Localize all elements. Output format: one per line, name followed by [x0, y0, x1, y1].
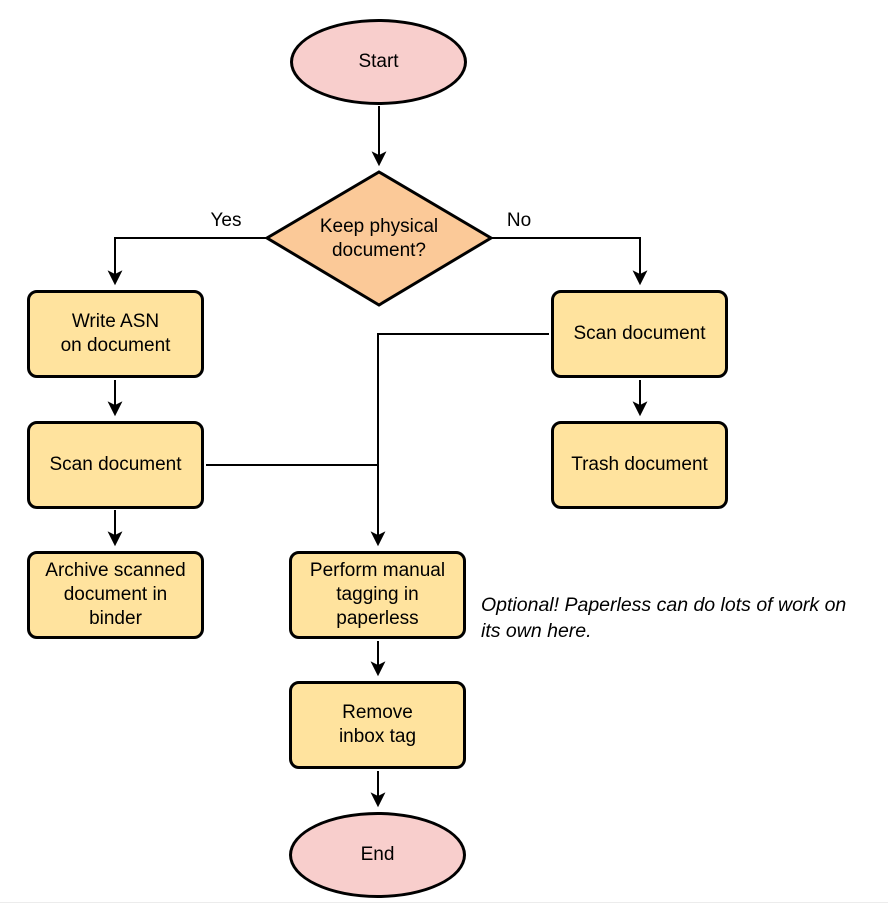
archive-document-label: Archive scanned document in binder: [45, 560, 186, 629]
manual-tagging-node: Perform manual tagging in paperless: [289, 551, 466, 639]
start-node-label: Start: [358, 51, 399, 73]
start-node: Start: [290, 19, 467, 105]
edge-scan-right-to-tagging: [370, 333, 549, 547]
edge-decision-no-to-scan-right: [492, 237, 648, 286]
yes-edge-label: Yes: [210, 210, 242, 231]
write-asn-node-label: Write ASN on document: [60, 311, 171, 356]
trash-document-node: Trash document: [551, 421, 728, 509]
manual-tagging-label: Perform manual tagging in paperless: [309, 560, 446, 629]
optional-note: Optional! Paperless can do lots of work …: [481, 594, 847, 643]
trash-document-label: Trash document: [571, 454, 708, 476]
scan-document-left-label: Scan document: [49, 454, 182, 476]
scan-document-right-node: Scan document: [551, 290, 728, 378]
decision-node-label: Keep physical document?: [319, 216, 439, 261]
decision-node-shape: [264, 170, 494, 307]
scan-document-right-label: Scan document: [573, 323, 706, 345]
scan-document-left-node: Scan document: [27, 421, 204, 509]
archive-document-node: Archive scanned document in binder: [27, 551, 204, 639]
end-node: End: [289, 812, 466, 898]
remove-inbox-tag-node: Remove inbox tag: [289, 681, 466, 769]
no-edge-label: No: [506, 210, 532, 231]
end-node-label: End: [360, 844, 395, 866]
bottom-divider: [0, 902, 888, 903]
write-asn-node: Write ASN on document: [27, 290, 204, 378]
remove-inbox-tag-label: Remove inbox tag: [338, 702, 417, 747]
edge-decision-yes-to-write-asn: [107, 237, 266, 286]
